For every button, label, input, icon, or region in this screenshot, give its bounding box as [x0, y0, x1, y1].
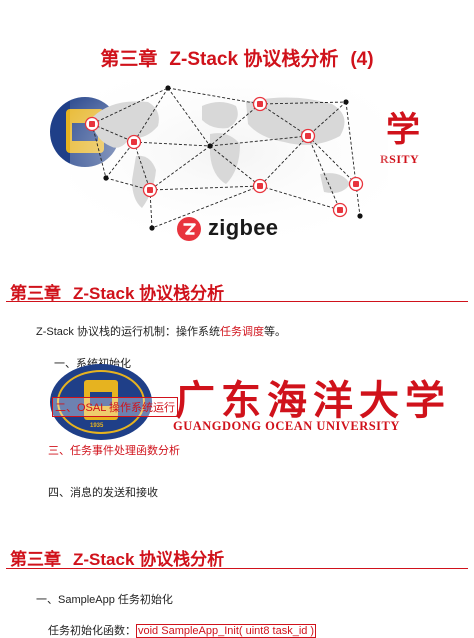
task-init-function: 任务初始化函数：void SampleApp_Init( uint8 task_… — [48, 624, 317, 638]
world-map-icon — [90, 97, 350, 208]
zigbee-wordmark: zigbee — [208, 215, 279, 240]
section-task-init: 一、SampleApp 任务初始化 — [36, 594, 173, 606]
network-map-illustration — [70, 80, 388, 240]
university-name-cn: 广东海洋大学 — [175, 377, 451, 424]
section-message: 四、消息的发送和接收 — [48, 487, 158, 499]
osal-overlay-label: 二、OSAL 操作系统运行 — [52, 397, 178, 417]
university-seal: 1935 — [50, 364, 152, 440]
university-name-en: GUANGDONG OCEAN UNIVERSITY — [173, 419, 400, 433]
university-en-fragment: RSITY — [380, 152, 420, 166]
heading-divider — [6, 301, 468, 302]
seal-year: 1935 — [90, 423, 104, 429]
zigbee-z-icon — [177, 217, 201, 241]
heading-divider — [6, 568, 468, 569]
runtime-mechanism-text: Z-Stack 协议栈的运行机制：操作系统任务调度等。 — [36, 326, 286, 338]
section-task-event: 三、任务事件处理函数分析 — [48, 445, 180, 457]
university-name-fragment: 学 — [386, 110, 420, 150]
